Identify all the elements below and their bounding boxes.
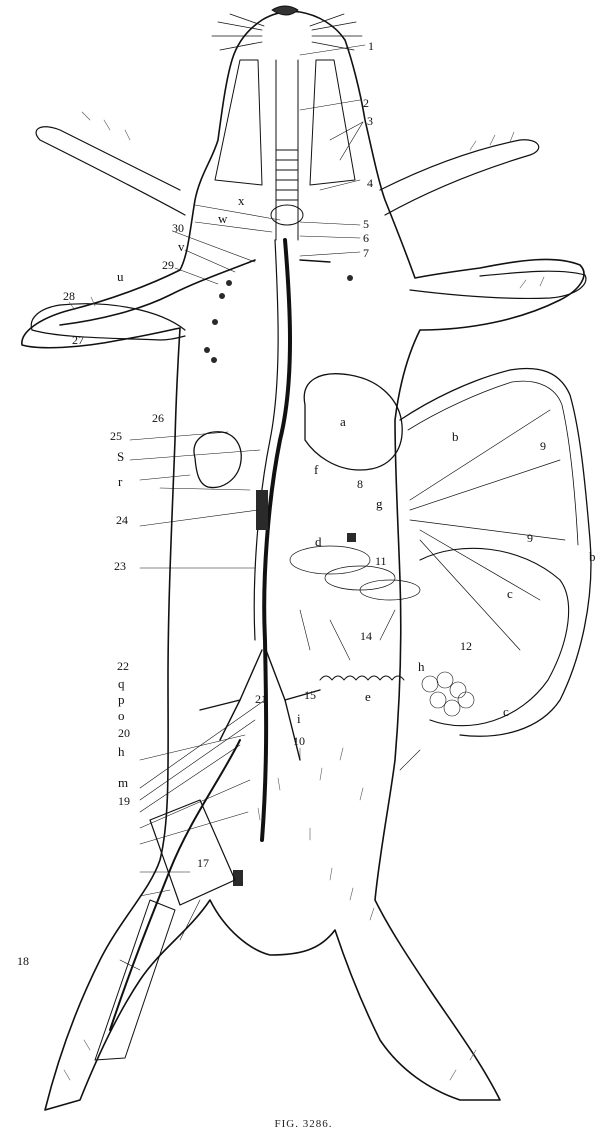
label-29: 29 xyxy=(162,259,174,271)
label-v: v xyxy=(178,240,185,253)
aorta xyxy=(262,240,290,840)
label-c-lower: c xyxy=(503,705,509,718)
label-10: 10 xyxy=(293,735,305,747)
label-c-upper: c xyxy=(507,587,513,600)
left-arm-reflected xyxy=(31,304,185,340)
label-2: 2 xyxy=(363,97,369,109)
label-19: 19 xyxy=(118,795,130,807)
label-18: 18 xyxy=(17,955,29,967)
label-9-upper: 9 xyxy=(540,440,546,452)
label-i: i xyxy=(297,712,301,725)
label-q: q xyxy=(118,677,125,690)
hind-limb-outline xyxy=(95,900,175,1060)
label-30: 30 xyxy=(172,222,184,234)
label-14: 14 xyxy=(360,630,372,642)
label-4: 4 xyxy=(367,177,373,189)
label-d: d xyxy=(315,535,322,548)
lymph-nodes-chain xyxy=(204,275,356,886)
label-8: 8 xyxy=(357,478,363,490)
label-3: 3 xyxy=(367,115,373,127)
right-arm-outline xyxy=(410,271,586,298)
label-u: u xyxy=(117,270,124,283)
label-1: 1 xyxy=(368,40,374,52)
label-28: 28 xyxy=(63,290,75,302)
label-12: 12 xyxy=(460,640,472,652)
label-o: o xyxy=(118,709,125,722)
label-26: 26 xyxy=(152,412,164,424)
label-7: 7 xyxy=(363,247,369,259)
colon-segment xyxy=(320,676,404,680)
label-g: g xyxy=(376,497,383,510)
label-15: 15 xyxy=(304,689,316,701)
label-22: 22 xyxy=(117,660,129,672)
label-24: 24 xyxy=(116,514,128,526)
label-25: 25 xyxy=(110,430,122,442)
neck-flap-right xyxy=(310,60,355,185)
subclavian xyxy=(300,260,330,262)
label-w: w xyxy=(218,212,227,225)
label-p: p xyxy=(118,693,125,706)
label-b-upper: b xyxy=(452,430,459,443)
label-27: 27 xyxy=(72,334,84,346)
intestine-loop xyxy=(400,368,591,736)
label-6: 6 xyxy=(363,232,369,244)
hind-limb-vessel xyxy=(110,740,240,1030)
label-r: r xyxy=(118,475,122,488)
gland-cluster-12 xyxy=(422,672,474,716)
figure-caption: FIG. 3286. xyxy=(0,1118,607,1130)
label-21: 21 xyxy=(255,693,267,705)
fur-texture xyxy=(64,112,544,1080)
label-9-lower: 9 xyxy=(527,532,533,544)
neck-flap xyxy=(215,60,262,185)
label-5: 5 xyxy=(363,218,369,230)
stomach xyxy=(304,374,402,470)
label-b-lower: b xyxy=(589,550,596,563)
label-11: 11 xyxy=(375,555,387,567)
label-x: x xyxy=(238,194,245,207)
caecum xyxy=(420,548,569,725)
label-h-left: h xyxy=(118,745,125,758)
intestine-loop-inner xyxy=(408,381,578,545)
label-23: 23 xyxy=(114,560,126,572)
right-forelimb xyxy=(380,140,539,215)
label-S: S xyxy=(117,450,124,463)
label-a: a xyxy=(340,415,346,428)
body-outline xyxy=(22,11,584,1110)
label-17: 17 xyxy=(197,857,209,869)
label-m: m xyxy=(118,776,128,789)
label-f: f xyxy=(314,463,318,476)
label-20: 20 xyxy=(118,727,130,739)
left-forelimb xyxy=(36,127,185,215)
label-e: e xyxy=(365,690,371,703)
trachea xyxy=(276,60,298,240)
label-h-right: h xyxy=(418,660,425,673)
kidney xyxy=(194,432,241,488)
